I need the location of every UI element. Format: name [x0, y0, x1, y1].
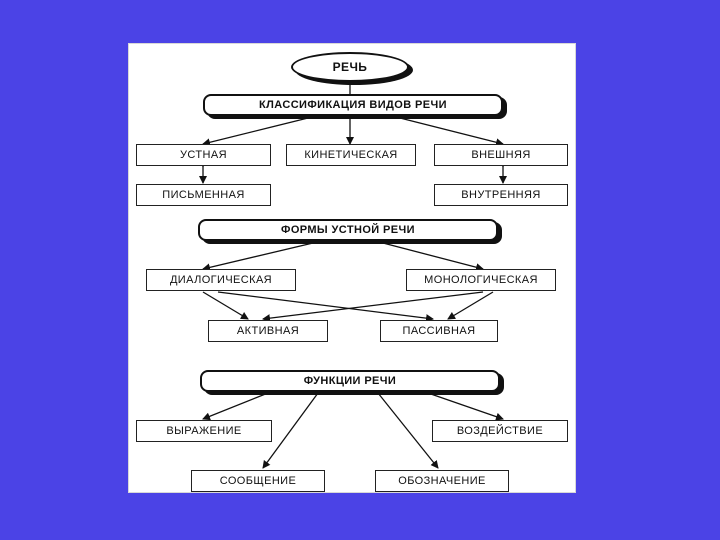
classification-header: КЛАССИФИКАЦИЯ ВИДОВ РЕЧИ: [203, 94, 503, 116]
arrow-to-influence: [427, 392, 504, 421]
function-message: СООБЩЕНИЕ: [191, 470, 325, 492]
type-kinetic: КИНЕТИЧЕСКАЯ: [286, 144, 416, 166]
speech-diagram: РЕЧЬ КЛАССИФИКАЦИЯ ВИДОВ РЕЧИ УСТНАЯ КИН…: [128, 43, 576, 493]
arrow-to-expression: [202, 392, 269, 421]
form-dialogic: ДИАЛОГИЧЕСКАЯ: [146, 269, 296, 291]
function-designation: ОБОЗНАЧЕНИЕ: [375, 470, 509, 492]
arrow-dialogic-active: [202, 291, 249, 320]
arrow-to-designation: [377, 392, 439, 469]
arrow-to-monologic: [382, 242, 484, 272]
connector-lines: [199, 83, 507, 469]
forms-header: ФОРМЫ УСТНОЙ РЕЧИ: [198, 219, 498, 241]
arrow-monologic-active: [262, 291, 484, 323]
type-internal: ВНУТРЕННЯЯ: [434, 184, 568, 206]
function-expression: ВЫРАЖЕНИЕ: [136, 420, 272, 442]
arrow-to-external: [399, 117, 504, 147]
root-node: РЕЧЬ: [291, 52, 409, 82]
arrow-to-dialogic: [202, 242, 314, 272]
function-influence: ВОЗДЕЙСТВИЕ: [432, 420, 568, 442]
type-written: ПИСЬМЕННАЯ: [136, 184, 271, 206]
form-active: АКТИВНАЯ: [208, 320, 328, 342]
form-passive: ПАССИВНАЯ: [380, 320, 498, 342]
type-oral: УСТНАЯ: [136, 144, 271, 166]
arrow-dialogic-passive: [217, 291, 434, 323]
arrow-monologic-passive: [447, 291, 494, 320]
type-external: ВНЕШНЯЯ: [434, 144, 568, 166]
arrow-to-message: [262, 392, 319, 469]
functions-header: ФУНКЦИИ РЕЧИ: [200, 370, 500, 392]
arrow-to-oral: [202, 117, 309, 147]
form-monologic: МОНОЛОГИЧЕСКАЯ: [406, 269, 556, 291]
